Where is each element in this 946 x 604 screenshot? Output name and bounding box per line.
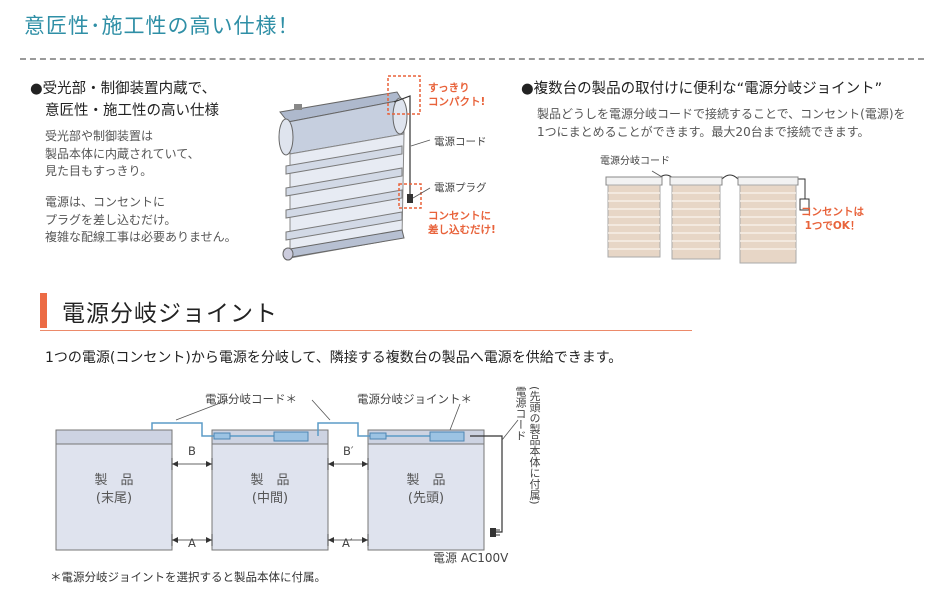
shade-illustration	[278, 75, 431, 261]
dim-b-prime: B′	[343, 444, 354, 458]
section-title: 電源分岐ジョイント	[62, 301, 278, 327]
dashed-divider	[20, 58, 924, 60]
footnote: ＊電源分岐ジョイントを選択すると製品本体に付属。	[50, 570, 326, 584]
joint-diagram	[55, 399, 519, 551]
section-description: 1つの電源(コンセント)から電源を分岐して、隣接する複数台の製品へ電源を供給でき…	[45, 350, 623, 366]
right-heading: ●複数台の製品の取付けに便利な“電源分岐ジョイント”	[521, 81, 883, 97]
label-branch-joint: 電源分岐ジョイント＊	[357, 392, 472, 406]
section-rule	[40, 330, 692, 331]
section-accent-bar	[40, 293, 47, 328]
left-heading-1: ●受光部・制御装置内蔵で、	[30, 81, 217, 97]
page-title: 意匠性･施工性の高い仕様！	[24, 14, 300, 38]
label-power-cord: 電源コード	[434, 136, 487, 148]
callout-outlet: コンセントに 差し込むだけ!	[428, 210, 496, 236]
product-head: 製 品 (先頭)	[406, 473, 446, 506]
dim-a: A	[188, 536, 196, 550]
power-ac100v: 電源 AC100V	[433, 551, 509, 565]
callout-compact: すっきり コンパクト!	[428, 82, 486, 108]
right-body: 製品どうしを電源分岐コードで接続することで、コンセント(電源)を 1つにまとめる…	[537, 107, 906, 139]
label-branch-cord-top: 電源分岐コード	[600, 156, 670, 167]
label-power-cord-note: (先頭の製品本体に付属)	[528, 386, 541, 505]
dim-b: B	[188, 444, 196, 458]
multi-shade-illustration	[605, 170, 810, 264]
label-power-plug: 電源プラグ	[434, 182, 487, 194]
callout-one-outlet: コンセントは 1つでOK！	[801, 206, 864, 232]
dim-a-prime: A′	[342, 536, 353, 550]
product-middle: 製 品 (中間)	[250, 473, 290, 506]
label-branch-cord: 電源分岐コード＊	[205, 392, 297, 406]
label-power-cord-diagram: 電源コード	[514, 386, 527, 441]
product-tail: 製 品 (末尾)	[94, 473, 134, 506]
left-heading-2: 意匠性・施工性の高い仕様	[45, 103, 219, 119]
left-para-2: 電源は、コンセントに プラグを差し込むだけ。 複雑な配線工事は必要ありません。	[45, 195, 237, 244]
left-para-1: 受光部や制御装置は 製品本体に内蔵されていて、 見た目もすっきり。	[45, 129, 200, 178]
